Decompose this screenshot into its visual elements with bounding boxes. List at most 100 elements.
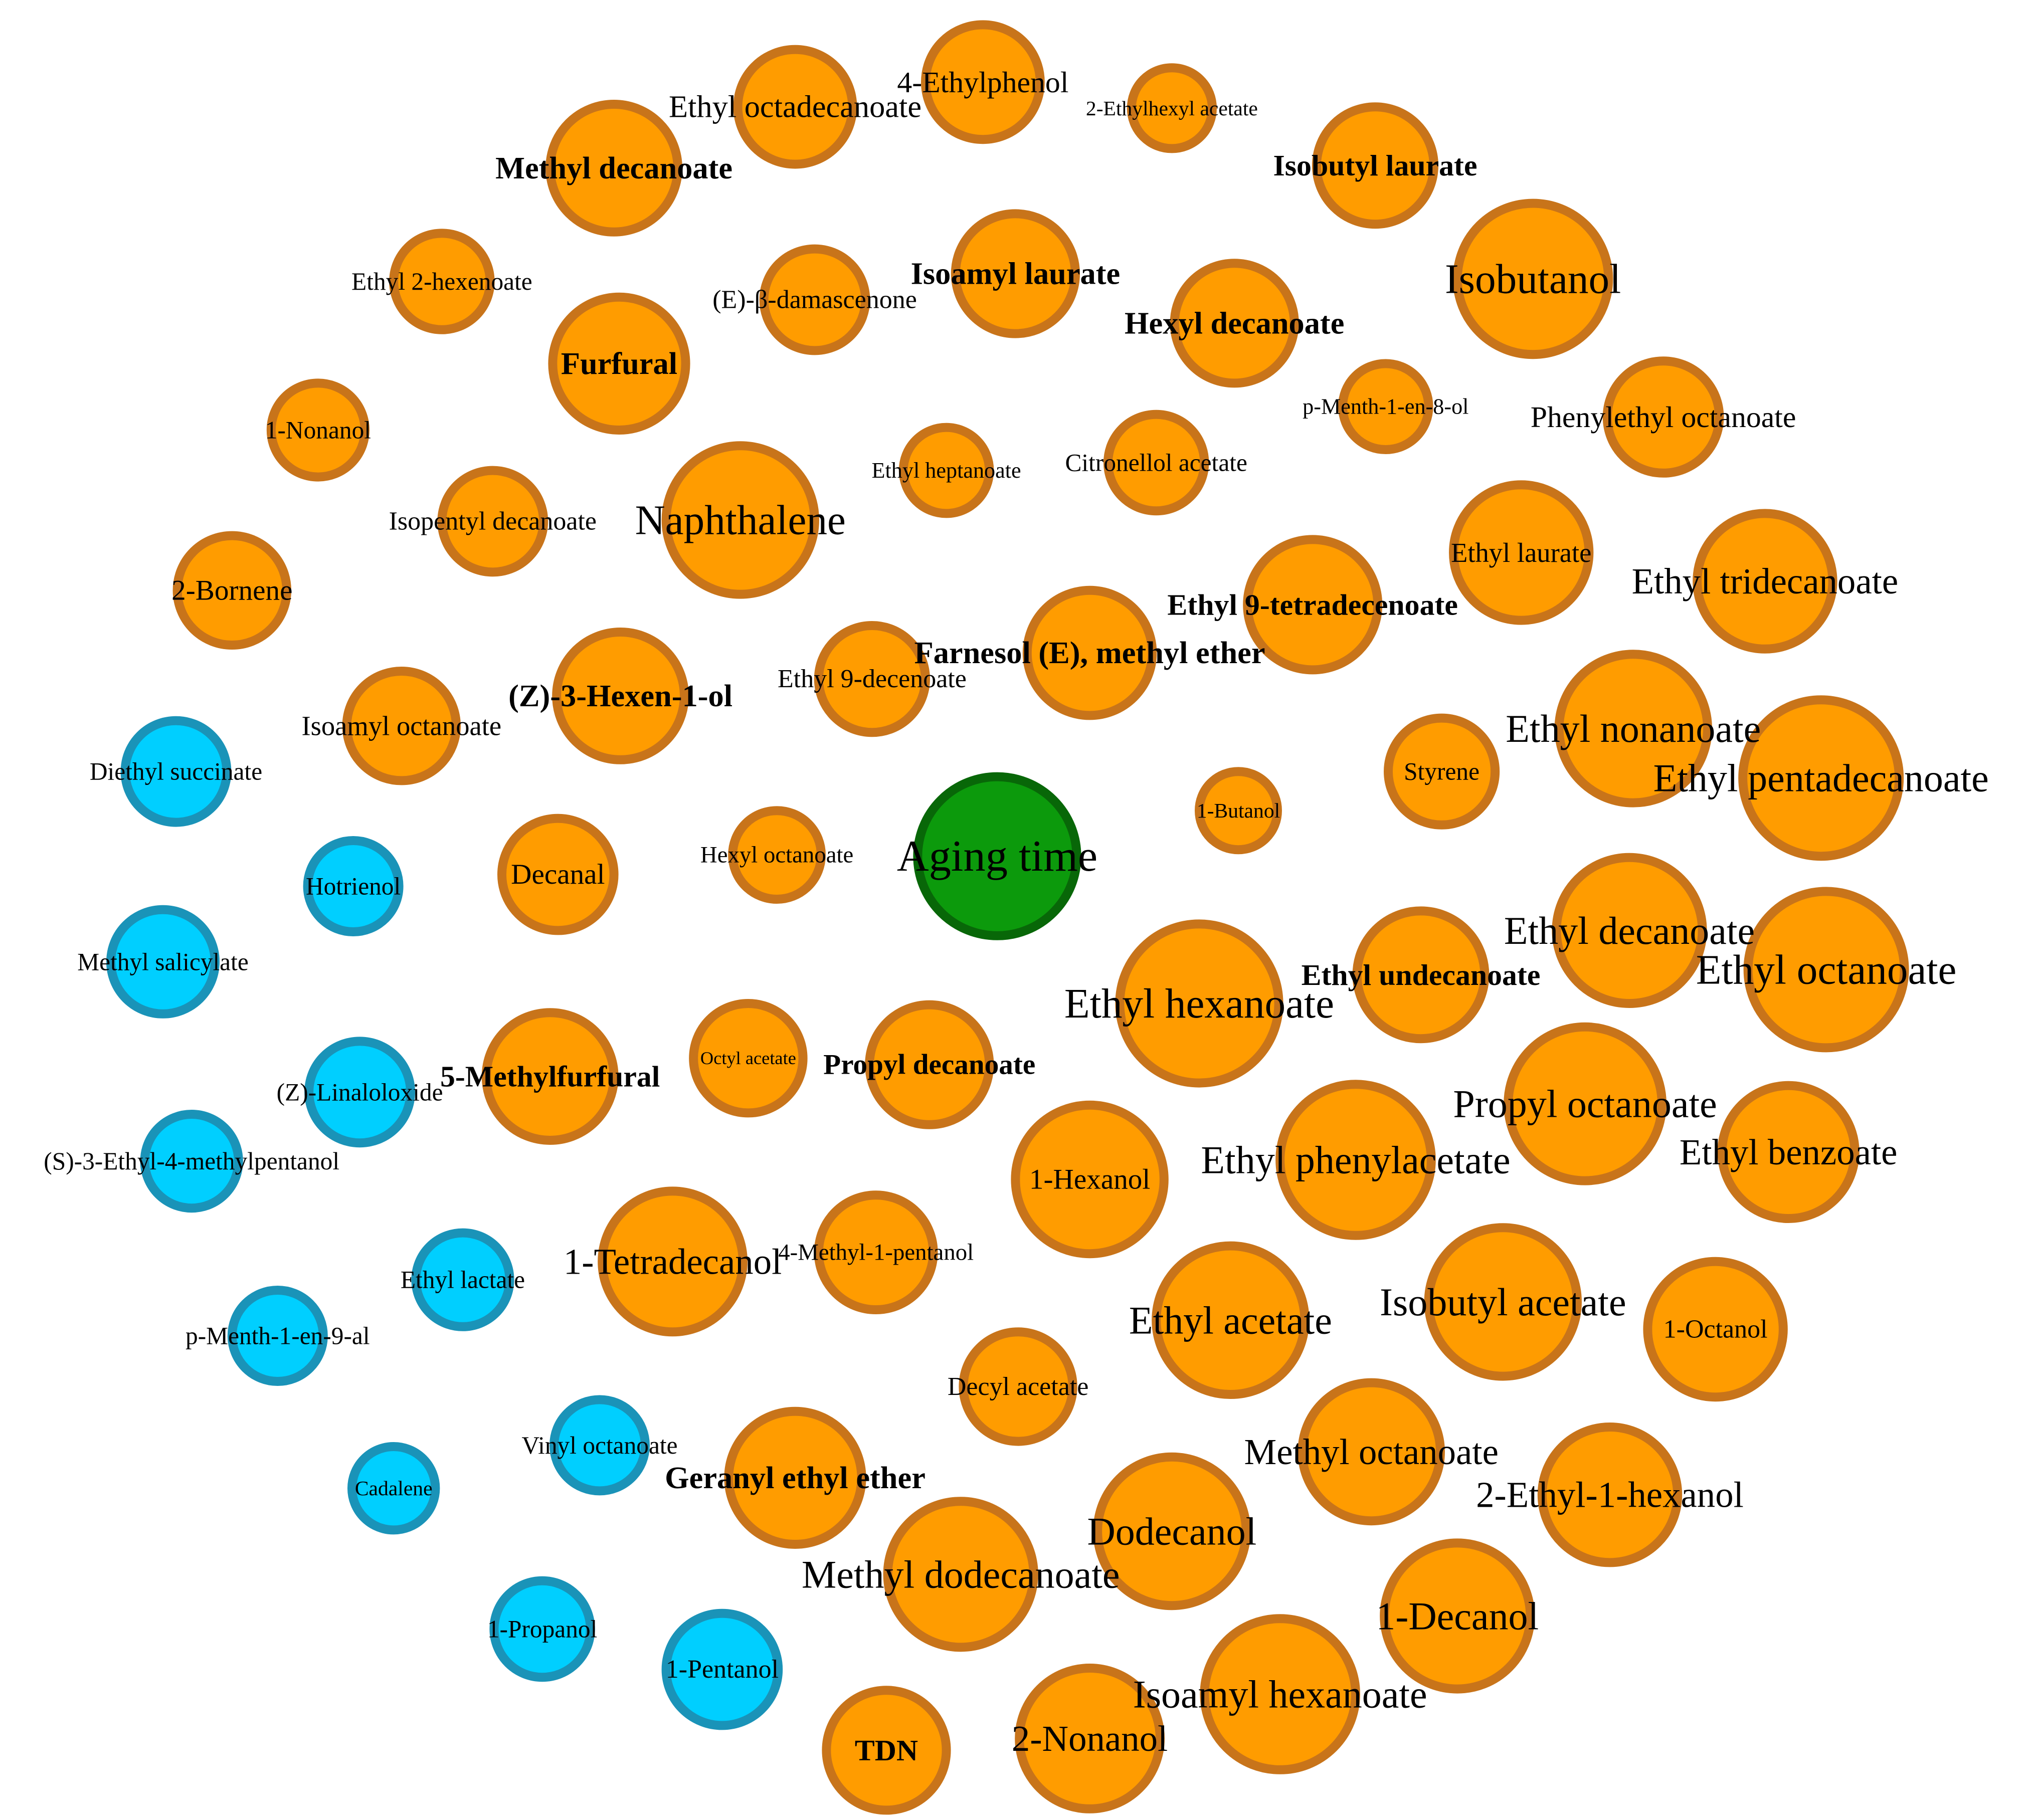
node-isoamyl-laurate[interactable] xyxy=(951,209,1080,338)
node-label-z-linaloloxide: (Z)-Linaloloxide xyxy=(277,1078,443,1106)
node-tdn[interactable] xyxy=(822,1686,951,1815)
node-label-1-tetradecanol: 1-Tetradecanol xyxy=(564,1241,782,1282)
node-label-propyl-octanoate: Propyl octanoate xyxy=(1453,1082,1717,1126)
node-label-ethyl-hexanoate: Ethyl hexanoate xyxy=(1064,980,1334,1027)
node-geranyl-ethyl-ether[interactable] xyxy=(724,1406,866,1549)
node-1-octanol[interactable] xyxy=(1643,1257,1788,1402)
node-ethyl-laurate[interactable] xyxy=(1449,480,1594,625)
node-1-tetradecanol[interactable] xyxy=(598,1186,748,1337)
node-ethyl-benzoate[interactable] xyxy=(1717,1081,1860,1223)
node-hexyl-decanoate[interactable] xyxy=(1170,259,1299,388)
node-ethyl-2-hexenoate[interactable] xyxy=(389,229,495,334)
node-label-cadalene: Cadalene xyxy=(355,1477,433,1500)
node-isobutyl-acetate[interactable] xyxy=(1424,1223,1582,1381)
node-2-ethylhexyl-acetate[interactable] xyxy=(1127,63,1217,153)
node-label-decyl-acetate: Decyl acetate xyxy=(948,1372,1088,1401)
node-1-propanol[interactable] xyxy=(489,1576,595,1682)
node-ethyl-tridecanoate[interactable] xyxy=(1693,509,1837,654)
node-4-methyl-1-pentanol[interactable] xyxy=(814,1190,938,1315)
node-label-ethyl-heptanoate: Ethyl heptanoate xyxy=(872,458,1021,483)
node-label-isobutanol: Isobutanol xyxy=(1445,256,1621,302)
node-1-hexanol[interactable] xyxy=(1011,1100,1169,1259)
node-ethyl-phenylacetate[interactable] xyxy=(1275,1080,1436,1240)
node-4-ethylphenol[interactable] xyxy=(921,20,1045,144)
node-1-butanol[interactable] xyxy=(1195,767,1282,855)
node-label-ethyl-2-hexenoate: Ethyl 2-hexenoate xyxy=(351,268,532,295)
node-label-hotrienol: Hotrienol xyxy=(306,873,401,900)
node-label-ethyl-9-decenoate: Ethyl 9-decenoate xyxy=(778,665,967,693)
node-1-decanol[interactable] xyxy=(1380,1538,1535,1694)
node-label-e-damascenone: (E)-β-damascenone xyxy=(712,286,917,314)
node-label-ethyl-octadecanoate: Ethyl octadecanoate xyxy=(669,90,921,124)
node-vinyl-octanoate[interactable] xyxy=(549,1395,650,1496)
node-s-3-ethyl-4-methylpentanol[interactable] xyxy=(140,1110,243,1213)
node-furfural[interactable] xyxy=(548,292,690,435)
node-label-isobutyl-acetate: Isobutyl acetate xyxy=(1380,1280,1626,1324)
node-ethyl-octadecanoate[interactable] xyxy=(733,45,857,169)
node-farnesol-e-methyl-ether[interactable] xyxy=(1022,585,1157,720)
node-e-damascenone[interactable] xyxy=(759,244,870,355)
node-isobutyl-laurate[interactable] xyxy=(1312,102,1438,229)
node-label-isopentyl-decanoate: Isopentyl decanoate xyxy=(389,507,597,536)
node-naphthalene[interactable] xyxy=(661,441,820,599)
node-ethyl-heptanoate[interactable] xyxy=(898,423,994,518)
node-octyl-acetate[interactable] xyxy=(689,999,808,1118)
node-decanal[interactable] xyxy=(497,814,619,935)
node-label-ethyl-phenylacetate: Ethyl phenylacetate xyxy=(1201,1138,1510,1182)
node-hotrienol[interactable] xyxy=(303,836,404,936)
node-ethyl-lactate[interactable] xyxy=(411,1228,514,1331)
node-1-nonanol[interactable] xyxy=(266,378,370,482)
node-ethyl-9-tetradecenoate[interactable] xyxy=(1243,535,1383,675)
node-label-hexyl-decanoate: Hexyl decanoate xyxy=(1125,306,1344,340)
node-2-ethyl-1-hexanol[interactable] xyxy=(1537,1423,1683,1567)
node-ethyl-9-decenoate[interactable] xyxy=(814,621,931,737)
node-2-nonanol[interactable] xyxy=(1015,1664,1165,1813)
node-isobutanol[interactable] xyxy=(1452,198,1613,359)
node-ethyl-nonanoate[interactable] xyxy=(1554,650,1713,807)
node-aging-time[interactable] xyxy=(913,772,1081,940)
node-label-ethyl-pentadecanoate: Ethyl pentadecanoate xyxy=(1653,756,1989,800)
node-ethyl-pentadecanoate[interactable] xyxy=(1738,695,1904,861)
node-label-geranyl-ethyl-ether: Geranyl ethyl ether xyxy=(665,1461,925,1495)
node-ethyl-hexanoate[interactable] xyxy=(1115,919,1283,1088)
node-isopentyl-decanoate[interactable] xyxy=(437,466,548,577)
node-label-1-nonanol: 1-Nonanol xyxy=(265,417,371,444)
node-propyl-octanoate[interactable] xyxy=(1504,1022,1667,1185)
node-p-menth-1-en-9-al[interactable] xyxy=(227,1286,328,1386)
node-hexyl-octanoate[interactable] xyxy=(728,806,826,904)
node-methyl-dodecanoate[interactable] xyxy=(883,1497,1038,1652)
node-ethyl-octanoate[interactable] xyxy=(1743,887,1909,1053)
node-diethyl-succinate[interactable] xyxy=(120,716,232,827)
node-2-bornene[interactable] xyxy=(172,531,291,650)
node-label-2-nonanol: 2-Nonanol xyxy=(1012,1718,1168,1759)
node-label-vinyl-octanoate: Vinyl octanoate xyxy=(521,1432,677,1459)
node-methyl-octanoate[interactable] xyxy=(1298,1378,1445,1526)
node-cadalene[interactable] xyxy=(347,1442,440,1535)
node-1-pentanol[interactable] xyxy=(661,1608,783,1730)
node-ethyl-acetate[interactable] xyxy=(1152,1241,1310,1399)
node-dodecanol[interactable] xyxy=(1093,1452,1251,1610)
node-decyl-acetate[interactable] xyxy=(959,1327,1077,1446)
node-label-farnesol-e-methyl-ether: Farnesol (E), methyl ether xyxy=(914,636,1265,670)
node-propyl-decanoate[interactable] xyxy=(865,1000,994,1129)
node-ethyl-undecanoate[interactable] xyxy=(1352,906,1490,1044)
node-methyl-decanoate[interactable] xyxy=(545,100,682,237)
node-z-linaloloxide[interactable] xyxy=(304,1037,415,1148)
node-label-1-propanol: 1-Propanol xyxy=(487,1615,598,1643)
node-z-3-hexen-1-ol[interactable] xyxy=(552,628,689,764)
node-ethyl-decanoate[interactable] xyxy=(1552,853,1707,1008)
node-label-4-methyl-1-pentanol: 4-Methyl-1-pentanol xyxy=(778,1240,974,1266)
node-methyl-salicylate[interactable] xyxy=(106,905,220,1019)
node-phenylethyl-octanoate[interactable] xyxy=(1602,356,1724,478)
node-styrene[interactable] xyxy=(1384,713,1500,830)
node-isoamyl-octanoate[interactable] xyxy=(342,667,461,785)
node-label-phenylethyl-octanoate: Phenylethyl octanoate xyxy=(1531,400,1796,434)
node-5-methylfurfural[interactable] xyxy=(481,1008,619,1145)
node-citronellol-acetate[interactable] xyxy=(1103,410,1209,516)
node-isoamyl-hexanoate[interactable] xyxy=(1200,1614,1360,1774)
node-label-2-ethylhexyl-acetate: 2-Ethylhexyl acetate xyxy=(1086,97,1258,120)
node-p-menth-1-en-8-ol[interactable] xyxy=(1338,359,1433,455)
node-label-ethyl-lactate: Ethyl lactate xyxy=(401,1266,525,1294)
node-label-2-bornene: 2-Bornene xyxy=(171,574,292,606)
